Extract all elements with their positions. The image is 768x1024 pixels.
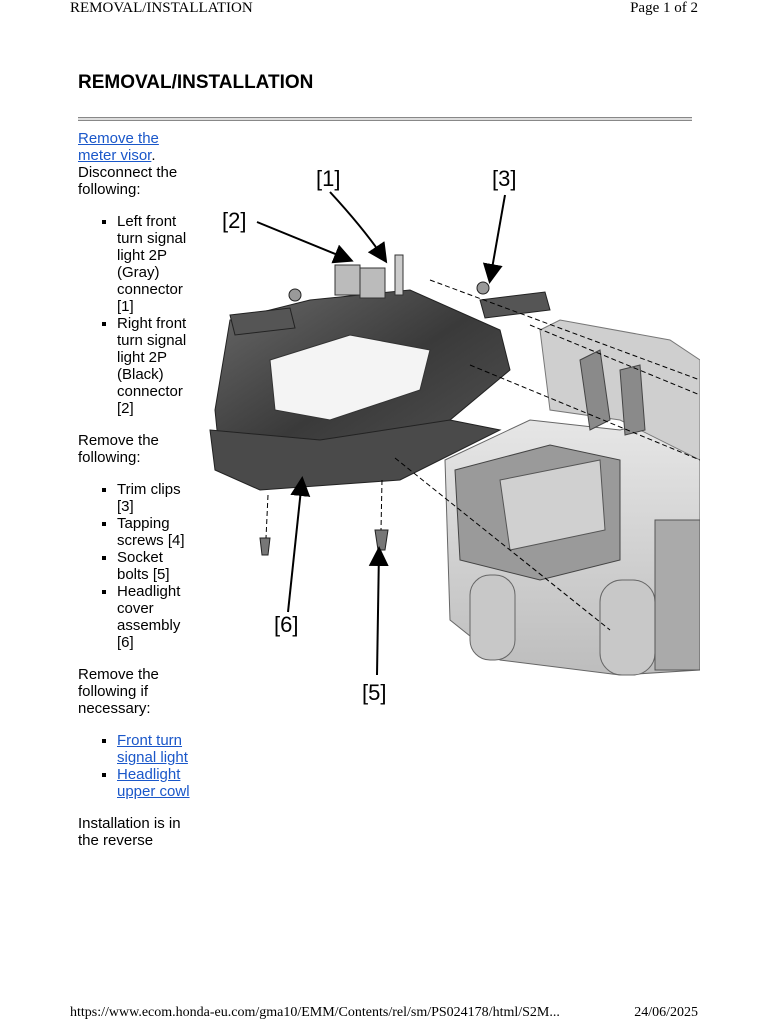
callout-2: [2]: [222, 208, 246, 233]
list-item: Trim clips [3]: [117, 481, 190, 515]
list-item: Tapping screws [4]: [117, 515, 190, 549]
motorcycle-frame-drawing: [444, 319, 700, 676]
optional-list: Front turn signal light Headlight upper …: [78, 732, 190, 800]
callout-1: [1]: [316, 166, 340, 191]
disconnect-list: Left front turn signal light 2P (Gray) c…: [78, 213, 190, 417]
page-title: REMOVAL/INSTALLATION: [78, 72, 314, 93]
list-item: Headlight upper cowl: [117, 766, 190, 800]
source-url: https://www.ecom.honda-eu.com/gma10/EMM/…: [70, 1005, 560, 1020]
disconnect-intro: Disconnect the following:: [78, 164, 178, 198]
print-date: 24/06/2025: [634, 1005, 698, 1020]
remove-intro: Remove the following:: [78, 432, 159, 466]
callout-3: [3]: [492, 166, 516, 191]
print-footer: https://www.ecom.honda-eu.com/gma10/EMM/…: [70, 1002, 698, 1024]
step-meter-visor: Remove the meter visor. Disconnect the f…: [78, 130, 190, 198]
link-suffix: .: [151, 147, 156, 164]
list-item: Front turn signal light: [117, 732, 190, 766]
print-header: REMOVAL/INSTALLATION Page 1 of 2: [70, 0, 698, 18]
optional-intro: Remove the following if necessary:: [78, 666, 159, 717]
list-item: Socket bolts [5]: [117, 549, 190, 583]
callout-arrows: [256, 191, 506, 676]
title-divider: [78, 117, 692, 121]
print-header-title: REMOVAL/INSTALLATION: [70, 0, 253, 16]
callout-6: [6]: [274, 612, 298, 637]
headlight-cover-assembly: [209, 254, 551, 556]
front-turn-signal-link[interactable]: Front turn signal light: [117, 732, 188, 766]
headlight-upper-cowl-link[interactable]: Headlight upper cowl: [117, 766, 190, 800]
list-item: Right front turn signal light 2P (Black)…: [117, 315, 190, 417]
page-counter: Page 1 of 2: [630, 0, 698, 16]
headlight-cover-diagram: [1] [2] [3] [5] [6]: [209, 166, 700, 705]
remove-list: Trim clips [3] Tapping screws [4] Socket…: [78, 481, 190, 651]
meter-visor-link[interactable]: Remove the meter visor: [78, 130, 159, 164]
list-item: Left front turn signal light 2P (Gray) c…: [117, 213, 190, 315]
callout-5: [5]: [362, 680, 386, 705]
procedure-text: Remove the meter visor. Disconnect the f…: [78, 130, 190, 864]
installation-note: Installation is in the reverse: [78, 815, 181, 849]
list-item: Headlight cover assembly [6]: [117, 583, 190, 651]
assembly-guide-lines: [265, 279, 700, 631]
